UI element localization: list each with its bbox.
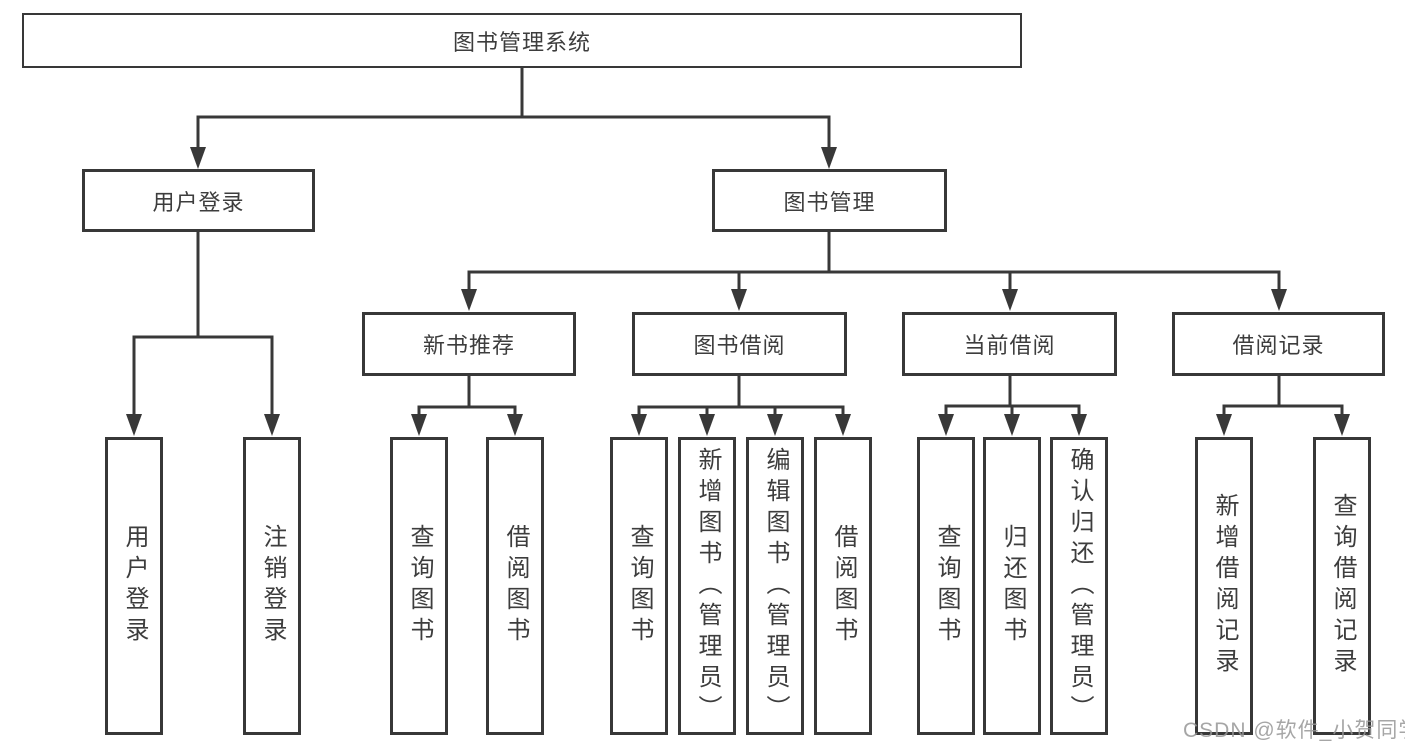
leaf-borrow-add-book-admin: 新增图书（管理员） (678, 437, 736, 735)
arrowhead (190, 147, 206, 169)
connector-user-login-to-leaves (132, 230, 274, 419)
arrowhead (1334, 414, 1350, 436)
arrowhead (507, 414, 523, 436)
arrowhead (938, 414, 954, 436)
node-book-management: 图书管理 (712, 169, 947, 232)
arrowhead (821, 147, 837, 169)
leaf-logout: 注销登录 (243, 437, 301, 735)
leaf-user-login: 用户登录 (105, 437, 163, 735)
connector-recommendation-to-leaves (417, 374, 517, 420)
node-new-book-recommendation: 新书推荐 (362, 312, 576, 376)
arrowhead (1002, 289, 1018, 311)
csdn-watermark: CSDN @软件_小贺同学 (1183, 719, 1405, 742)
connector-book-management-to-level3 (467, 230, 1281, 294)
leaf-current-confirm-return-admin: 确认归还（管理员） (1050, 437, 1108, 735)
connector-current-to-leaves (944, 374, 1081, 420)
arrowhead (411, 414, 427, 436)
leaf-current-query-book: 查询图书 (917, 437, 975, 735)
leaf-records-add-borrow-record: 新增借阅记录 (1195, 437, 1253, 735)
arrowhead (264, 414, 280, 436)
connector-borrowing-to-leaves (637, 374, 845, 420)
leaf-borrow-edit-book-admin: 编辑图书（管理员） (746, 437, 804, 735)
leaf-borrow-query-book: 查询图书 (610, 437, 668, 735)
leaf-recommend-borrow-book: 借阅图书 (486, 437, 544, 735)
leaf-current-return-book: 归还图书 (983, 437, 1041, 735)
node-current-borrowing: 当前借阅 (902, 312, 1117, 376)
connector-records-to-leaves (1222, 374, 1344, 420)
arrowhead (1071, 414, 1087, 436)
leaf-borrow-borrow-book: 借阅图书 (814, 437, 872, 735)
arrowhead (835, 414, 851, 436)
node-book-borrowing: 图书借阅 (632, 312, 847, 376)
arrowhead (731, 289, 747, 311)
node-user-login: 用户登录 (82, 169, 315, 232)
arrowhead (1216, 414, 1232, 436)
leaf-records-query-borrow-record: 查询借阅记录 (1313, 437, 1371, 735)
arrowhead (767, 414, 783, 436)
node-library-management-system: 图书管理系统 (22, 13, 1022, 68)
arrowhead (631, 414, 647, 436)
arrowhead (126, 414, 142, 436)
leaf-recommend-query-book: 查询图书 (390, 437, 448, 735)
arrowhead (1271, 289, 1287, 311)
node-borrowing-records: 借阅记录 (1172, 312, 1385, 376)
arrowhead (461, 289, 477, 311)
arrowhead (1004, 414, 1020, 436)
arrowhead (699, 414, 715, 436)
connector-root-to-level2 (196, 66, 831, 152)
